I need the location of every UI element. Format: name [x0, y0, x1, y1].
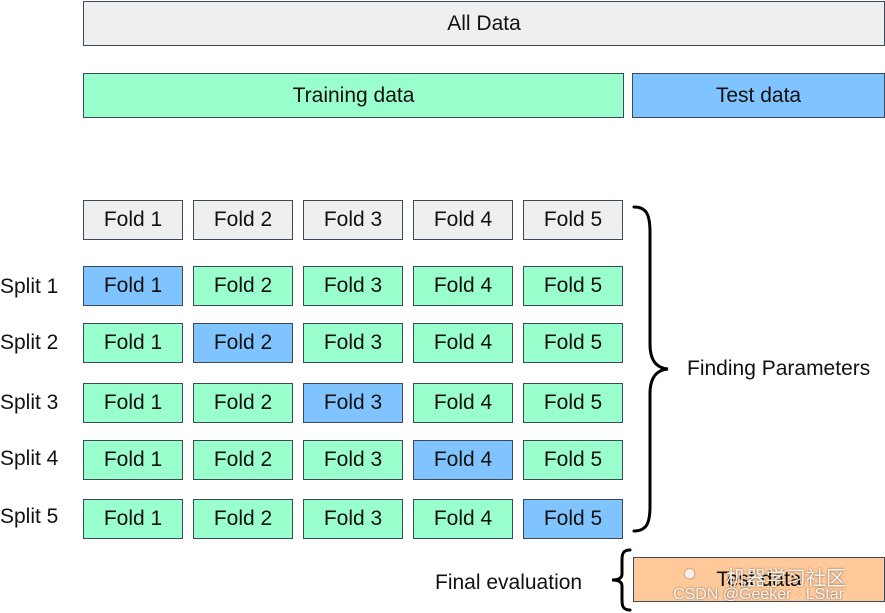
wechat-icon: ●	[683, 560, 697, 585]
split-2-fold-2-label: Fold 2	[213, 331, 273, 354]
split-3-fold-3-label: Fold 3	[323, 391, 383, 414]
header-fold-1-label: Fold 1	[103, 208, 163, 231]
split-3-fold-2-label: Fold 2	[213, 391, 273, 414]
final-evaluation-brace	[611, 548, 632, 612]
test-data-label: Test data	[715, 83, 802, 107]
split-5-fold-2-label: Fold 2	[213, 507, 273, 530]
split-5-fold-1-label: Fold 1	[103, 507, 163, 530]
training-data-box: Training data	[83, 73, 624, 118]
split-4-fold-2-label: Fold 2	[213, 448, 273, 471]
split-2-fold-4-label: Fold 4	[433, 331, 493, 354]
split-4-fold-1-label: Fold 1	[103, 448, 163, 471]
split-3-label: Split 3	[0, 391, 59, 414]
training-data-label: Training data	[292, 83, 415, 107]
split-4-fold-3: Fold 3	[303, 440, 403, 480]
header-fold-2-label: Fold 2	[213, 208, 273, 231]
split-5-fold-3: Fold 3	[303, 499, 403, 539]
split-5-fold-2: Fold 2	[193, 499, 293, 539]
split-1-fold-2: Fold 2	[193, 266, 293, 306]
header-fold-5: Fold 5	[523, 200, 623, 240]
final-test-data-label: Test data	[716, 567, 802, 591]
split-1-fold-2-label: Fold 2	[213, 274, 273, 297]
split-1-fold-4: Fold 4	[413, 266, 513, 306]
split-3-fold-4: Fold 4	[413, 383, 513, 423]
split-4-fold-1: Fold 1	[83, 440, 183, 480]
split-4-fold-4-label: Fold 4	[433, 448, 493, 471]
final-test-data-box: Test data	[633, 557, 885, 602]
split-2-fold-3-label: Fold 3	[323, 331, 383, 354]
split-4-fold-5: Fold 5	[523, 440, 623, 480]
split-2-fold-5: Fold 5	[523, 323, 623, 363]
header-fold-1: Fold 1	[83, 200, 183, 240]
split-2-fold-3: Fold 3	[303, 323, 403, 363]
header-fold-2: Fold 2	[193, 200, 293, 240]
split-3-fold-1: Fold 1	[83, 383, 183, 423]
split-1-fold-1: Fold 1	[83, 266, 183, 306]
split-1-fold-1-label: Fold 1	[103, 274, 163, 297]
split-2-fold-4: Fold 4	[413, 323, 513, 363]
header-fold-5-label: Fold 5	[543, 208, 603, 231]
split-3-fold-5: Fold 5	[523, 383, 623, 423]
split-1-fold-3: Fold 3	[303, 266, 403, 306]
split-2-fold-2: Fold 2	[193, 323, 293, 363]
test-data-box: Test data	[632, 73, 885, 118]
split-5-fold-5-label: Fold 5	[543, 507, 603, 530]
split-1-label: Split 1	[0, 275, 59, 298]
split-1-fold-5-label: Fold 5	[543, 274, 603, 297]
watermark-primary: 机器学习社区	[726, 568, 846, 590]
split-5-fold-4: Fold 4	[413, 499, 513, 539]
finding-parameters-label: Finding Parameters	[687, 357, 871, 380]
split-1-fold-3-label: Fold 3	[323, 274, 383, 297]
header-fold-3-label: Fold 3	[323, 208, 383, 231]
split-5-fold-1: Fold 1	[83, 499, 183, 539]
split-5-fold-3-label: Fold 3	[323, 507, 383, 530]
split-4-fold-5-label: Fold 5	[543, 448, 603, 471]
split-3-fold-4-label: Fold 4	[433, 391, 493, 414]
split-1-fold-5: Fold 5	[523, 266, 623, 306]
split-5-fold-4-label: Fold 4	[433, 507, 493, 530]
header-fold-4-label: Fold 4	[433, 208, 493, 231]
split-4-label: Split 4	[0, 447, 59, 470]
split-4-fold-3-label: Fold 3	[323, 448, 383, 471]
all-data-box: All Data	[83, 1, 885, 46]
split-2-fold-1: Fold 1	[83, 323, 183, 363]
split-3-fold-5-label: Fold 5	[543, 391, 603, 414]
all-data-label: All Data	[447, 11, 521, 35]
split-5-fold-5: Fold 5	[523, 499, 623, 539]
split-2-label: Split 2	[0, 331, 59, 354]
split-4-fold-2: Fold 2	[193, 440, 293, 480]
split-5-label: Split 5	[0, 505, 59, 528]
header-fold-4: Fold 4	[413, 200, 513, 240]
split-2-fold-5-label: Fold 5	[543, 331, 603, 354]
final-evaluation-label: Final evaluation	[435, 571, 583, 594]
split-3-fold-2: Fold 2	[193, 383, 293, 423]
split-3-fold-3: Fold 3	[303, 383, 403, 423]
split-2-fold-1-label: Fold 1	[103, 331, 163, 354]
split-1-fold-4-label: Fold 4	[433, 274, 493, 297]
header-fold-3: Fold 3	[303, 200, 403, 240]
watermark-secondary: CSDN @Geeker · LStar	[673, 586, 844, 603]
split-4-fold-4: Fold 4	[413, 440, 513, 480]
finding-parameters-brace	[632, 205, 669, 533]
split-3-fold-1-label: Fold 1	[103, 391, 163, 414]
